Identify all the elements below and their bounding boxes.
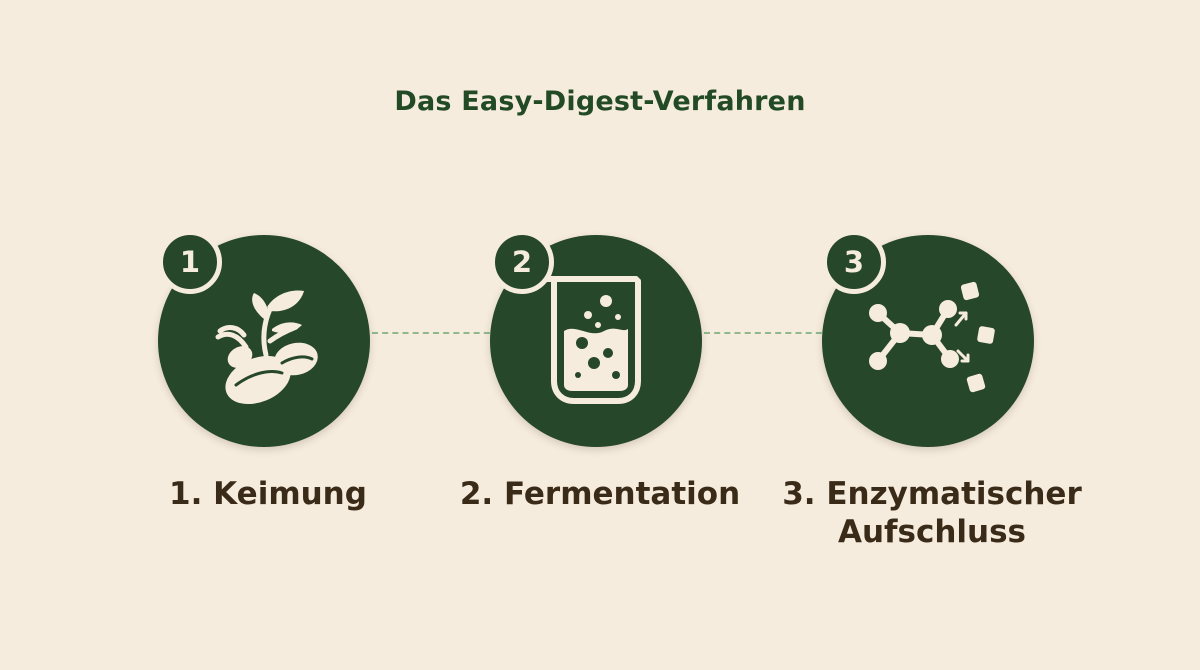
sprouting-seeds-icon [215, 290, 318, 405]
connector-1-2 [372, 332, 500, 334]
diagram-title: Das Easy-Digest-Verfahren [394, 86, 806, 117]
step-3-label-line-1: 3. Enzymatischer [782, 476, 1082, 512]
step-3-label-line-2: Aufschluss [837, 514, 1027, 550]
step-2-label-line: 2. Fermentation [459, 476, 741, 512]
step-1-label-line: 1. Keimung [169, 476, 367, 512]
step-2-badge: 2 [490, 230, 554, 294]
fermentation-jar-icon [543, 276, 641, 404]
molecule-breakdown-icon [869, 281, 995, 393]
step-2-label: 2. Fermentation [440, 475, 760, 513]
connector-2-3 [704, 332, 832, 334]
step-3-label: 3. Enzymatischer Aufschluss [772, 475, 1092, 551]
step-1-circle [158, 235, 370, 447]
step-1-badge: 1 [158, 230, 222, 294]
step-1-label: 1. Keimung [108, 475, 428, 513]
step-3-badge: 3 [822, 230, 886, 294]
